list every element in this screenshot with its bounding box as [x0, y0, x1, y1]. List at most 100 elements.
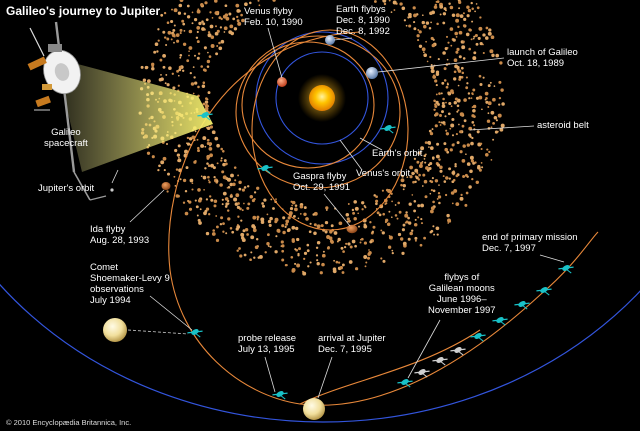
- asteroid-dot: [188, 54, 190, 57]
- asteroid-dot: [380, 229, 383, 232]
- asteroid-dot: [206, 162, 209, 165]
- asteroid-dot: [348, 260, 353, 264]
- asteroid-dot: [296, 263, 301, 268]
- asteroid-dot: [253, 256, 256, 259]
- asteroid-dot: [281, 249, 285, 253]
- asteroid-dot: [294, 207, 298, 212]
- asteroid-dot: [413, 209, 417, 213]
- asteroid-dot: [423, 179, 428, 184]
- asteroid-dot: [459, 150, 463, 154]
- asteroid-dot: [430, 209, 434, 214]
- asteroid-dot: [487, 31, 492, 36]
- asteroid-dot: [385, 188, 389, 192]
- asteroid-dot: [182, 42, 187, 47]
- asteroid-dot: [403, 19, 407, 22]
- asteroid-dot: [252, 215, 257, 220]
- asteroid-dot: [162, 65, 166, 69]
- asteroid-dot: [171, 8, 173, 11]
- asteroid-dot: [184, 149, 188, 154]
- asteroid-dot: [210, 198, 214, 202]
- asteroid-dot: [376, 211, 380, 215]
- asteroid-dot: [234, 179, 237, 182]
- asteroid-dot: [461, 159, 466, 163]
- asteroid-dot: [249, 195, 254, 199]
- asteroid-dot: [215, 238, 220, 243]
- asteroid-dot: [297, 252, 300, 256]
- asteroid-dot: [466, 143, 470, 147]
- asteroid-dot: [391, 216, 393, 218]
- asteroid-dot: [177, 144, 181, 148]
- spacecraft-icons: [187, 112, 574, 400]
- asteroid-dot: [297, 217, 300, 220]
- asteroid-dot: [368, 251, 372, 255]
- asteroid-dot: [469, 135, 472, 138]
- asteroid-dot: [424, 195, 428, 199]
- asteroid-dot: [221, 198, 224, 201]
- asteroid-dot: [204, 167, 207, 170]
- asteroid-dot: [250, 251, 253, 254]
- asteroid-dot: [145, 66, 149, 69]
- asteroid-dot: [330, 224, 334, 228]
- label-comet: Comet Shoemaker-Levy 9 observations July…: [90, 262, 170, 306]
- asteroid-dot: [412, 6, 416, 10]
- label-line: launch of Galileo: [507, 47, 578, 58]
- asteroid-dot: [444, 193, 448, 197]
- asteroid-dot: [258, 254, 263, 259]
- asteroid-dot: [460, 66, 464, 70]
- asteroid-dot: [211, 17, 214, 19]
- asteroid-dot: [440, 92, 443, 95]
- asteroid-dot: [475, 180, 480, 185]
- asteroid-dot: [401, 228, 405, 232]
- asteroid-dot: [303, 251, 308, 256]
- asteroid-dot: [445, 85, 449, 89]
- asteroid-dot: [216, 45, 219, 47]
- asteroid-dot: [458, 0, 462, 5]
- asteroid-dot: [468, 126, 473, 131]
- asteroid-dot: [214, 31, 219, 36]
- asteroid-dot: [492, 138, 495, 141]
- asteroid-dot: [162, 30, 166, 34]
- asteroid-dot: [495, 53, 500, 58]
- asteroid-dot: [472, 161, 476, 165]
- asteroid-dot: [256, 215, 260, 219]
- asteroid-dot: [484, 98, 487, 101]
- asteroid-dot: [286, 228, 291, 233]
- asteroid-dot: [382, 259, 386, 263]
- asteroid-dot: [233, 197, 238, 202]
- jupiter-arrival-icon: [303, 398, 325, 420]
- asteroid-dot: [471, 7, 474, 10]
- asteroid-dot: [371, 230, 375, 234]
- asteroid-dot: [375, 199, 379, 203]
- asteroid-dot: [198, 21, 202, 26]
- asteroid-dot: [230, 173, 234, 178]
- asteroid-dot: [227, 186, 231, 189]
- asteroid-dot: [390, 11, 393, 13]
- label-line: observations: [90, 284, 144, 295]
- asteroid-dot: [486, 148, 489, 151]
- asteroid-dot: [436, 142, 440, 146]
- asteroid-dot: [274, 250, 278, 254]
- asteroid-dot: [230, 31, 235, 36]
- asteroid-dot: [463, 17, 467, 21]
- asteroid-dot: [237, 174, 240, 177]
- asteroid-dot: [249, 258, 252, 262]
- asteroid-dot: [302, 271, 307, 276]
- asteroid-dot: [295, 226, 299, 231]
- asteroid-dot: [423, 158, 426, 160]
- asteroid-dot: [224, 197, 229, 201]
- asteroid-dot: [233, 166, 237, 169]
- asteroid-dot: [458, 7, 461, 10]
- asteroid-dot: [455, 50, 459, 54]
- asteroid-dot: [420, 146, 425, 151]
- asteroid-dot: [197, 188, 201, 192]
- asteroid-dot: [436, 163, 441, 167]
- asteroid-dot: [236, 15, 239, 19]
- asteroid-dot: [459, 14, 464, 18]
- asteroid-dot: [492, 122, 495, 125]
- asteroid-dot: [203, 68, 207, 72]
- asteroid-dot: [471, 136, 474, 140]
- asteroid-dot: [480, 147, 483, 151]
- asteroid-dot: [436, 0, 440, 4]
- asteroid-dot: [430, 65, 435, 70]
- asteroid-dot: [210, 44, 215, 48]
